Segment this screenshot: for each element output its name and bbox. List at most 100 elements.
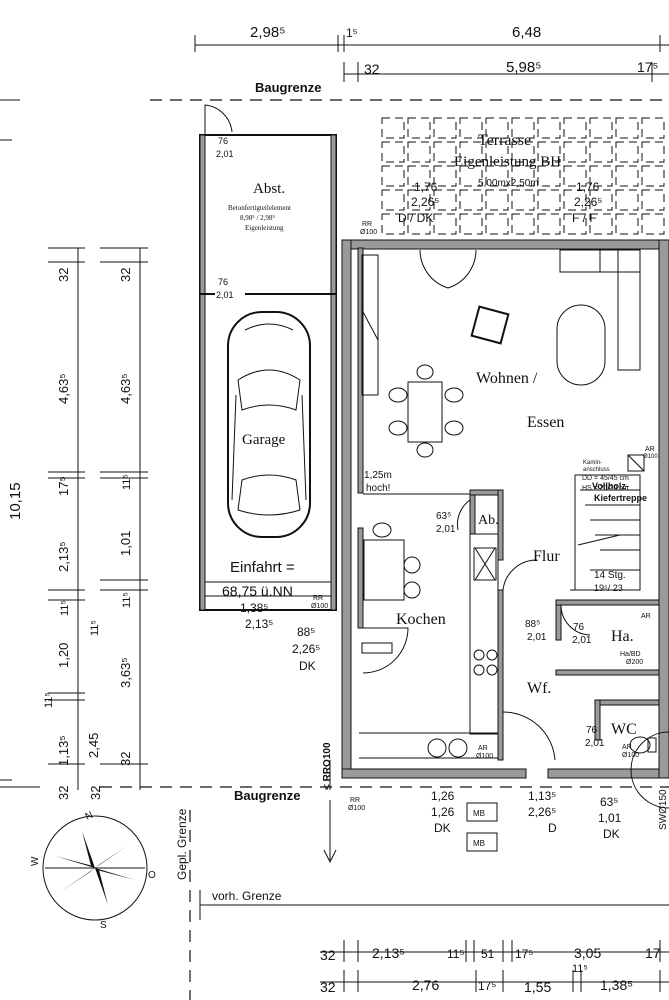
chimney-hs: HS = 20/20 cm xyxy=(582,485,629,492)
terrace-tile xyxy=(407,141,431,163)
terrace-tile xyxy=(537,189,561,211)
dim-c1-i: 32 xyxy=(56,786,71,800)
terrace-tile xyxy=(615,141,639,163)
terrace-tile xyxy=(407,189,431,211)
terrace-tile xyxy=(641,117,665,139)
terrace-tile xyxy=(615,213,639,235)
compass-icon: N S W O xyxy=(30,810,156,931)
dim-top-a: 2,98⁵ xyxy=(250,24,285,41)
stove-icon xyxy=(473,649,498,676)
rr-garage-o100: Ø100 xyxy=(311,603,328,610)
terrace-tile xyxy=(485,117,509,139)
gepl-grenze-label: Gepl. Grenze xyxy=(175,808,189,880)
storage-note2: 8,98⁵ / 2,98⁵ xyxy=(240,214,275,222)
chimney-o100: Ø100 xyxy=(643,454,658,460)
dim-top-c: 6,48 xyxy=(512,24,541,41)
terrace-tile xyxy=(407,117,431,139)
terrace-tile xyxy=(589,141,613,163)
dim-b2-b: 2,76 xyxy=(412,977,439,993)
hoch-label-1: 1,25m xyxy=(364,470,392,481)
terrace-window-dim1: 1,76 xyxy=(576,180,600,194)
top-dimensions: 2,98⁵ 1⁵ 6,48 32 5,98⁵ 17⁵ xyxy=(194,24,669,82)
terrace-tile xyxy=(381,141,405,163)
terrace-tile xyxy=(615,165,639,187)
ab-door-h: 2,01 xyxy=(436,524,456,535)
rr-bottom-o100: Ø100 xyxy=(348,805,365,812)
ha-label: Ha. xyxy=(611,628,634,645)
toilet-icon xyxy=(629,736,657,754)
garage-label: Garage xyxy=(242,432,286,448)
compass-o: O xyxy=(148,870,156,881)
dim-c1-g: 11⁵ xyxy=(43,692,55,708)
armchair-icon xyxy=(470,305,510,345)
terrace-door-dim2: 2,26⁵ xyxy=(411,195,439,209)
terrace-window-dim2: 2,26⁵ xyxy=(574,195,602,209)
dim-b1-g: 17 xyxy=(645,945,661,961)
ha-bd: Ha/BD xyxy=(620,651,641,658)
garage-opening-w: 1,38⁵ xyxy=(240,601,268,615)
dim-left-total: 10,15 xyxy=(7,482,24,520)
dim-b1-d: 51 xyxy=(481,947,495,961)
terrace-tile xyxy=(485,165,509,187)
dim-b1-f: 3,05 xyxy=(574,945,601,961)
dim-c2-d: 1,01 xyxy=(118,531,133,556)
ab-door-w: 63⁵ xyxy=(436,511,451,522)
ab-label: Ab. xyxy=(478,513,499,528)
flur-door-w: 88⁵ xyxy=(525,619,540,630)
rr-garage: RR xyxy=(313,595,323,602)
terrace-tile xyxy=(381,213,405,235)
bottom-windows: 1,26 1,26 DK MB MB 1,13⁵ 2,26⁵ D 63⁵ 1,0… xyxy=(431,731,669,852)
stairs-label-1: Vollholz- xyxy=(592,481,629,491)
terrace: Terrasse Eigenleistung BH 5,00mx2,50m 1,… xyxy=(381,117,665,235)
dim-b1-a: 32 xyxy=(320,947,336,963)
dim-top-e: 5,98⁵ xyxy=(506,59,541,76)
wc-window-w: 63⁵ xyxy=(600,795,618,809)
baugrenze-bottom-label: Baugrenze xyxy=(234,788,300,803)
terrace-tile xyxy=(511,189,535,211)
rr-top: RR xyxy=(362,221,372,228)
dim-c1-d: 2,13⁵ xyxy=(56,541,71,572)
terrace-tile xyxy=(407,165,431,187)
dim-b1-c: 11⁵ xyxy=(447,947,464,961)
kitchen-label: Kochen xyxy=(396,611,446,628)
stairs-ratio: 19⁵/ 23 xyxy=(594,583,623,593)
dining-label: Essen xyxy=(527,414,564,431)
wf-window-type: D xyxy=(548,821,557,835)
chimney-dd: DD = 45/45 cm xyxy=(582,475,629,482)
terrace-tile xyxy=(407,213,431,235)
dim-c2-e: 11⁵ xyxy=(121,592,133,608)
terrace-tile xyxy=(511,165,535,187)
terrace-tile xyxy=(511,213,535,235)
dim-b2-a: 32 xyxy=(320,979,336,995)
sofa-icon xyxy=(559,249,641,371)
bottom-dimensions: 32 2,13⁵ 11⁵ 51 17⁵ 3,05 17 32 2,76 17⁵ … xyxy=(320,940,669,995)
terrace-tile xyxy=(433,165,457,187)
wc-door-h: 2,01 xyxy=(585,738,605,749)
terrace-tile xyxy=(589,117,613,139)
baugrenze-bottom: Baugrenze xyxy=(0,760,669,864)
dining-table-icon xyxy=(388,364,464,458)
rr-top-o100: Ø100 xyxy=(360,229,377,236)
dim-c2-i: 32 xyxy=(118,752,133,766)
compass-w: W xyxy=(30,856,41,866)
living-label: Wohnen / xyxy=(476,370,538,387)
terrace-tile xyxy=(511,141,535,163)
vorh-grenze-label: vorh. Grenze xyxy=(212,889,282,903)
kitchen-area: Kochen xyxy=(361,522,499,758)
entry: 88⁵ 2,26⁵ DK < RRO100 xyxy=(292,625,333,790)
terrace-tile xyxy=(485,213,509,235)
garage-door-w: 76 xyxy=(218,277,228,287)
chimney-ar: AR xyxy=(645,446,655,453)
terrace-tile xyxy=(537,117,561,139)
kitchen-o100: Ø100 xyxy=(476,753,493,760)
stairs-label-2: Kiefertreppe xyxy=(594,493,647,503)
house-walls xyxy=(341,239,669,779)
garage-door-h: 2,01 xyxy=(216,290,234,300)
terrace-tile xyxy=(433,141,457,163)
ha-door-h: 2,01 xyxy=(572,635,592,646)
terrace-tile xyxy=(459,141,483,163)
abst-door-w: 76 xyxy=(218,136,228,146)
terrace-tile xyxy=(641,213,665,235)
dim-c1-h: 1,13⁵ xyxy=(56,735,71,766)
